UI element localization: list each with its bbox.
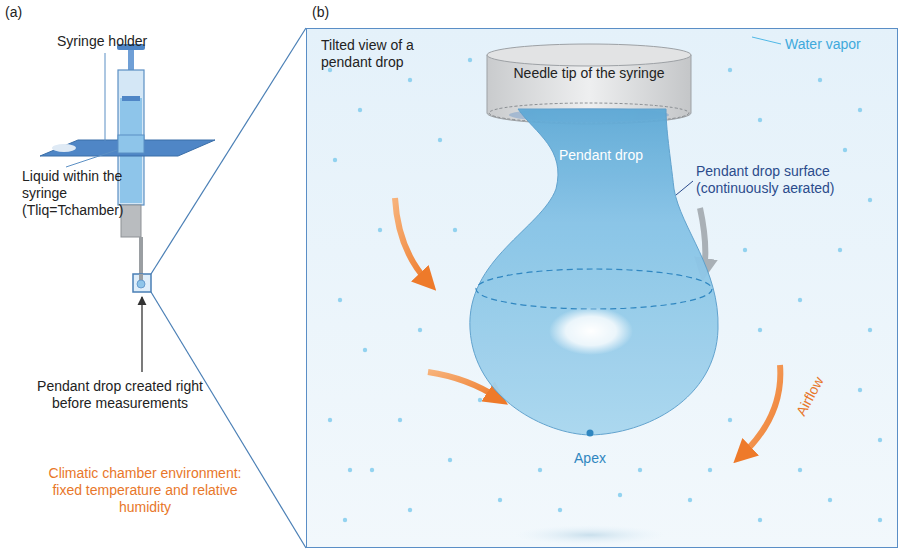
pointer-arrow: [141, 297, 142, 372]
panel-title: Tilted view of a pendant drop: [321, 37, 456, 71]
needle-label: Needle tip of the syringe: [486, 65, 692, 82]
leader-line: [676, 181, 693, 195]
vapor-dot: [758, 328, 762, 332]
vapor-dot: [418, 328, 422, 332]
vapor-dot: [358, 108, 362, 112]
panel-letter: (b): [312, 4, 352, 21]
pendant-drop: Pendant drop: [466, 109, 723, 441]
vapor-dot: [638, 468, 642, 472]
vapor-dot: [868, 198, 872, 202]
vapor-dot: [538, 468, 542, 472]
vapor-dot: [618, 493, 622, 497]
vapor-dot: [343, 518, 347, 522]
vapor-label: Water vapor: [785, 36, 885, 53]
vapor-dot: [468, 58, 472, 62]
vapor-dot: [818, 78, 822, 82]
note-label: Pendant drop created right before measur…: [30, 378, 210, 412]
drop-reflection: [515, 525, 665, 545]
environment-note: Climatic chamber environment: fixed temp…: [40, 465, 250, 515]
vapor-dot: [453, 228, 457, 232]
leader-line: [66, 150, 117, 167]
part-label: Syringe holder: [57, 33, 187, 50]
panel-ground: [306, 28, 898, 548]
vapor-dot: [858, 108, 862, 112]
vapor-dot: [743, 248, 747, 252]
vapor-dot: [558, 508, 562, 512]
vapor-dot: [878, 438, 882, 442]
leader-line: [105, 53, 106, 141]
vapor-dot: [868, 328, 872, 332]
vapor-dot: [328, 418, 332, 422]
vapor-dot: [408, 78, 412, 82]
leader-line: [752, 37, 781, 44]
vapor-dot: [408, 508, 412, 512]
vapor-dot: [370, 468, 374, 472]
vapor-dot: [448, 458, 452, 462]
vapor-dot: [758, 118, 762, 122]
vapor-dot: [688, 498, 692, 502]
vapor-dot: [838, 248, 842, 252]
vapor-dot: [828, 498, 832, 502]
vapor-dot: [798, 298, 802, 302]
surface-label: Pendant drop surface (continuously aerat…: [696, 163, 861, 197]
drop-label: Pendant drop: [536, 147, 666, 164]
vapor-dot: [438, 138, 442, 142]
airflow-arrow: [742, 365, 780, 455]
vapor-dot: [378, 228, 382, 232]
vapor-dot: [858, 388, 862, 392]
vapor-dot: [798, 468, 802, 472]
vapor-dot: [478, 398, 482, 402]
vapor-dot: [398, 418, 402, 422]
vapor-dot: [708, 468, 712, 472]
vapor-dot: [878, 518, 882, 522]
vapor-dots: [328, 58, 882, 522]
vapor-dot: [728, 418, 732, 422]
vapor-dot: [728, 68, 732, 72]
vapor-dot: [758, 518, 762, 522]
vapor-dot: [498, 498, 502, 502]
panel-frame: Needle tip of the syringePendant drop Til…: [306, 28, 898, 548]
vapor-dot: [363, 348, 367, 352]
zoom-line: [151, 292, 306, 548]
panel-letter: (a): [5, 4, 45, 21]
part-label: Liquid within the syringe (Tliq=Tchamber…: [22, 168, 144, 218]
airflow-arrow: [395, 198, 428, 282]
apex-label: Apex: [560, 450, 620, 467]
vapor-dot: [338, 298, 342, 302]
vapor-dot: [348, 468, 352, 472]
vapor-dot: [333, 158, 337, 162]
vapor-dot: [843, 148, 847, 152]
